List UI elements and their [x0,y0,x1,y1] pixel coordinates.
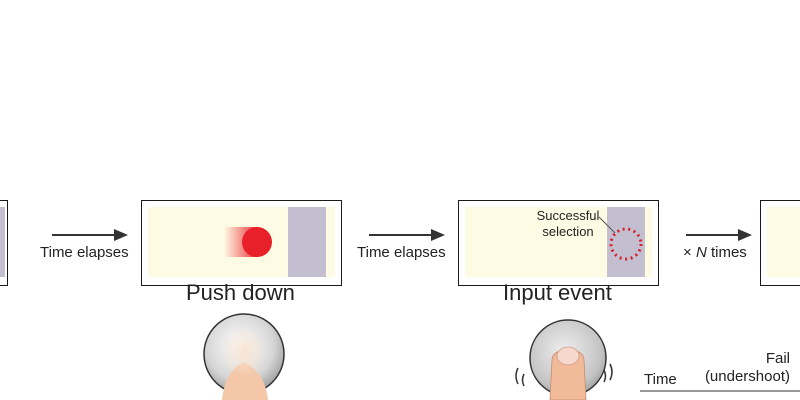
finger-press-icon [203,313,285,400]
target-region [607,207,645,277]
leader-line [598,216,616,234]
selection-ring-icon [609,227,643,261]
time-axis-line [640,390,800,392]
panel-push-down [141,200,342,286]
times-symbol: × [683,244,692,261]
arrow-right-icon [52,229,128,241]
panel-next [760,200,800,286]
selection-label: selection [542,224,594,239]
finger-click-icon [515,319,613,400]
input-event-caption: Input event [503,280,612,305]
panel-input-event [458,200,659,286]
arrow-right-icon [686,229,752,241]
push-down-caption: Push down [186,280,295,305]
time-elapses-label-1: Time elapses [40,244,129,261]
n-variable: N [695,244,707,261]
cursor-motion-trail [224,227,272,257]
fail-label: Fail (undershoot) [696,350,796,386]
target-region [0,207,5,277]
undershoot-text: (undershoot) [704,368,790,385]
time-axis-label: Time [644,371,677,388]
successful-selection-label: Successful selection [526,208,610,240]
target-region [288,207,326,277]
panel-initial [0,200,8,286]
panel-next-bg [767,207,800,277]
time-elapses-label-2: Time elapses [357,244,446,261]
times-word: times [710,244,747,261]
repeat-label: × N times [683,244,747,261]
fail-text: Fail [765,350,790,367]
successful-label: Successful [536,208,600,223]
arrow-right-icon [369,229,445,241]
